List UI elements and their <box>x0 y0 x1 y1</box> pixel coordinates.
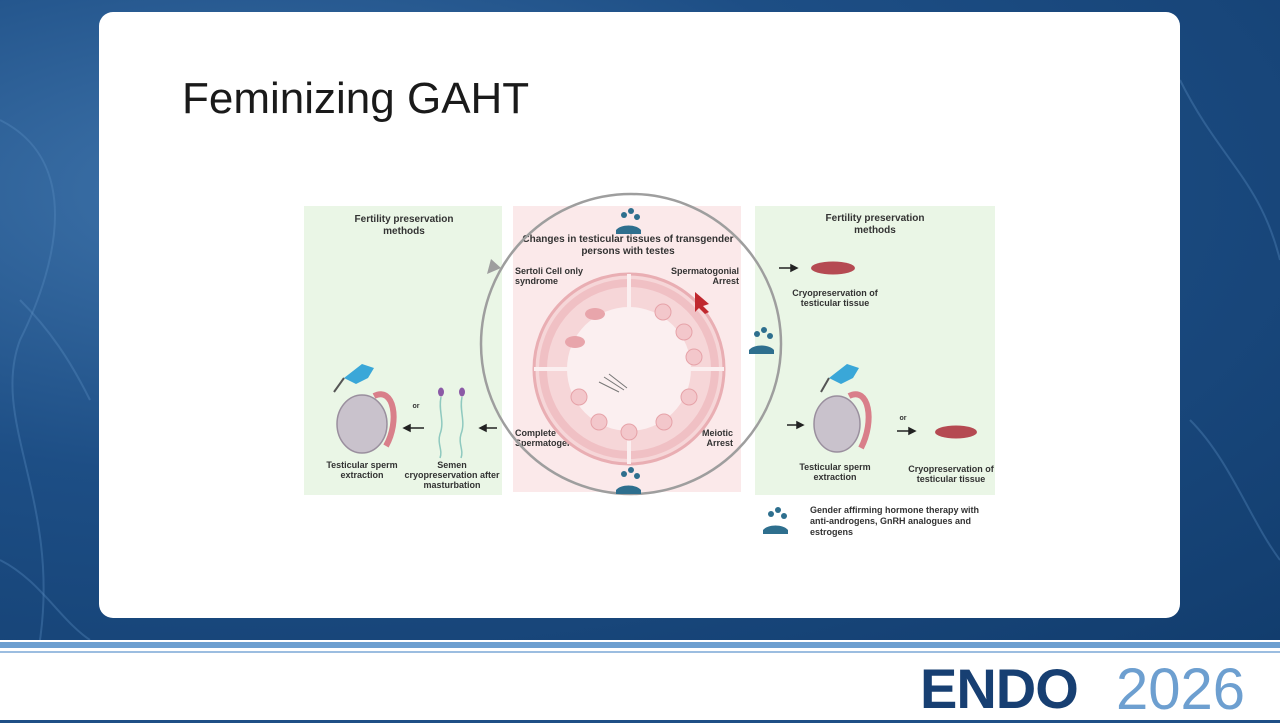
background-texture <box>0 79 1280 640</box>
logo-year: 2026 <box>1116 657 1246 722</box>
left-panel: Fertility preservation methods <box>304 206 502 495</box>
tissue-sample-icon <box>811 261 977 439</box>
sperm-icon <box>438 387 465 459</box>
right-or-label: or <box>899 415 907 422</box>
right-tse-label: Testicular sperm extraction <box>799 462 871 482</box>
left-panel-illustration <box>333 364 497 459</box>
right-panel-header: Fertility preservation methods <box>825 213 925 236</box>
semen-cryo-label: Semen cryopreservation after masturbatio… <box>404 460 500 490</box>
logo-text: ENDO <box>920 657 1079 720</box>
slide-title: Feminizing GAHT <box>182 74 530 123</box>
complete-label: Complete Spermatogenesis <box>515 428 591 448</box>
gloved-hand-scalpel-icon <box>333 364 374 393</box>
left-arrow-icon <box>402 423 497 433</box>
right-panel-illustration <box>779 261 977 453</box>
footer-rule-thin <box>0 651 1280 653</box>
legend-text: Gender affirming hormone therapy with an… <box>810 505 980 537</box>
legend-hand-with-pills-icon <box>763 507 788 534</box>
left-panel-header: Fertility preservation methods <box>354 214 454 237</box>
right-panel: Fertility preservation methods Cryoprese… <box>755 206 995 495</box>
center-panel-header: Changes in testicular tissues of transge… <box>522 234 734 257</box>
gloved-hand-scalpel-icon <box>820 364 859 393</box>
left-tse-label: Testicular sperm extraction <box>326 460 398 480</box>
testis-icon <box>813 391 872 453</box>
slide-card: Feminizing GAHT Fertility preservation m… <box>99 12 1180 618</box>
footer-rule <box>0 642 1280 648</box>
endo-logo: ENDO 2026 <box>920 654 1270 722</box>
right-cryo-bottom-label: Cryopreservation of testicular tissue <box>908 464 994 484</box>
meiotic-label: Meiotic Arrest <box>701 428 733 448</box>
center-panel: Changes in testicular tissues of transge… <box>513 206 741 492</box>
left-or-label: or <box>412 403 420 410</box>
footer: ENDO 2026 <box>0 640 1280 722</box>
sertoli-label: Sertoli Cell only syndrome <box>515 266 584 286</box>
testis-icon <box>336 391 397 454</box>
right-cryo-top-label: Cryopreservation of testicular tissue <box>792 288 878 308</box>
right-arrow-icon <box>779 263 917 436</box>
spermatogonial-label: Spermatogonial Arrest <box>670 266 739 286</box>
